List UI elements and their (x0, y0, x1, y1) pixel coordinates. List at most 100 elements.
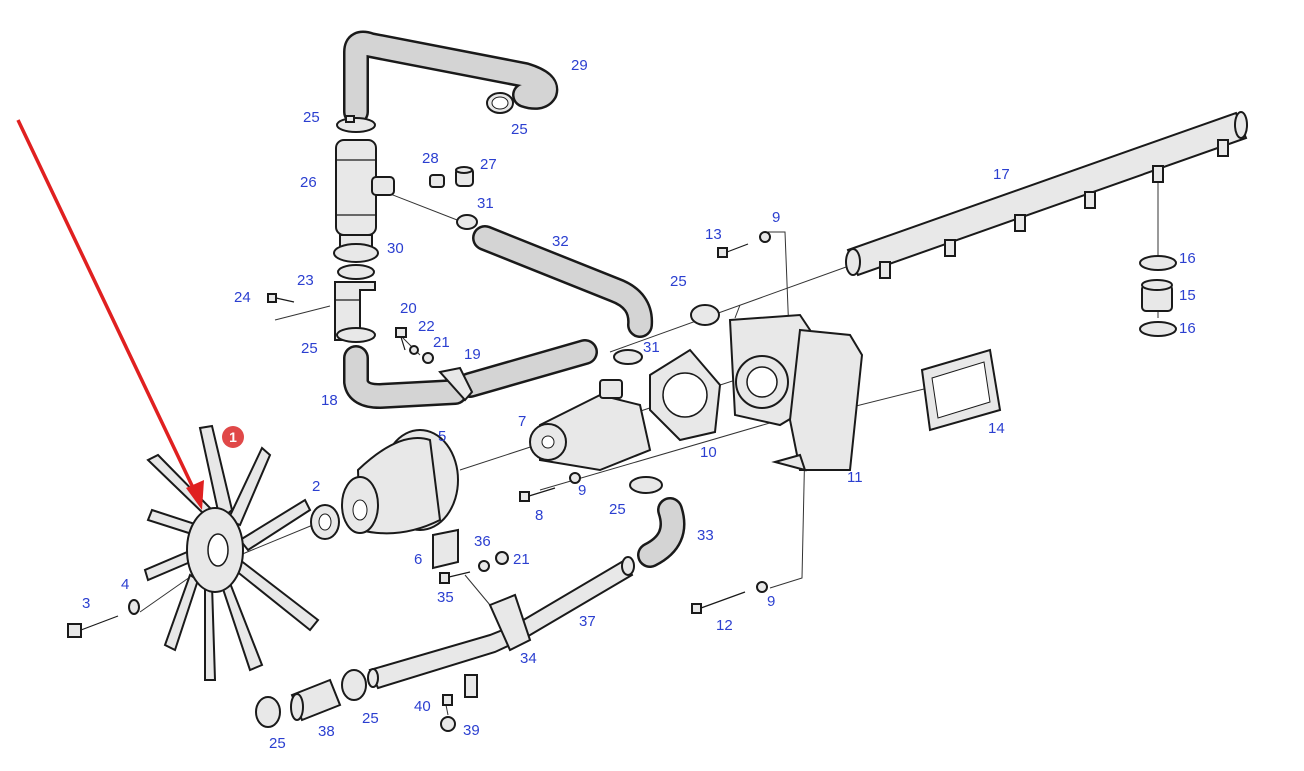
label-25: 25 (269, 735, 286, 752)
bracket-23 (334, 281, 376, 341)
label-15: 15 (1179, 287, 1196, 304)
washer-36 (478, 560, 490, 572)
bolt-13 (717, 243, 749, 258)
plug-40 (442, 694, 453, 706)
label-8: 8 (535, 507, 543, 524)
nut-21-lower (495, 551, 509, 565)
label-24: 24 (234, 289, 251, 306)
clamp-25-upper-right (486, 92, 514, 114)
label-34: 34 (520, 650, 537, 667)
label-36: 36 (474, 533, 491, 550)
bolt-35 (439, 571, 471, 584)
label-31: 31 (477, 195, 494, 212)
hose-32 (472, 225, 654, 338)
bolt-3 (67, 615, 119, 638)
label-31: 31 (643, 339, 660, 356)
bolt-8 (519, 487, 556, 502)
label-16: 16 (1179, 320, 1196, 337)
label-25: 25 (511, 121, 528, 138)
seal-2 (310, 504, 340, 540)
clamp-25-upper-left (336, 115, 376, 133)
clamp-25-lower-right (629, 476, 663, 494)
hose-19 (457, 339, 598, 398)
label-12: 12 (716, 617, 733, 634)
label-9: 9 (767, 593, 775, 610)
clamp-25-lower-left (255, 696, 281, 728)
label-9: 9 (578, 482, 586, 499)
gasket-10 (649, 348, 722, 442)
label-13: 13 (705, 226, 722, 243)
label-18: 18 (321, 392, 338, 409)
label-29: 29 (571, 57, 588, 74)
label-26: 26 (300, 174, 317, 191)
clamp-31-mid (613, 349, 643, 365)
label-38: 38 (318, 723, 335, 740)
clamp-31-upper (456, 214, 478, 230)
label-23: 23 (297, 272, 314, 289)
washer-9-upper (759, 231, 771, 243)
callout-badge-text: 1 (229, 429, 237, 445)
label-6: 6 (414, 551, 422, 568)
nut-21-upper (422, 352, 434, 364)
fan-1 (143, 424, 320, 681)
clamp-25-mid (690, 304, 720, 326)
label-16: 16 (1179, 250, 1196, 267)
label-22: 22 (418, 318, 435, 335)
label-10: 10 (700, 444, 717, 461)
label-35: 35 (437, 589, 454, 606)
label-19: 19 (464, 346, 481, 363)
washer-9-mid (569, 472, 581, 484)
gasket-14 (920, 348, 1002, 432)
label-5: 5 (438, 428, 446, 445)
pump-body-11 (728, 313, 864, 472)
bolt-12 (691, 591, 746, 614)
label-32: 32 (552, 233, 569, 250)
sleeve-38 (290, 678, 342, 722)
pump-7 (529, 379, 652, 472)
hose-29 (343, 30, 559, 125)
bracket-34 (488, 593, 532, 652)
clamp-16-lower (1139, 321, 1177, 337)
label-20: 20 (400, 300, 417, 317)
bracket-19 (438, 366, 474, 402)
part-labels: 29 25 25 28 27 26 31 32 30 13 9 17 23 24… (82, 57, 1196, 752)
washer-22 (409, 345, 419, 355)
label-40: 40 (414, 698, 431, 715)
label-30: 30 (387, 240, 404, 257)
clamp-30 (333, 243, 379, 280)
bolt-24 (267, 293, 295, 303)
label-25: 25 (303, 109, 320, 126)
label-2: 2 (312, 478, 320, 495)
bolt-20 (395, 327, 407, 351)
label-9: 9 (772, 209, 780, 226)
label-27: 27 (480, 156, 497, 173)
label-28: 28 (422, 150, 439, 167)
clamp-25-lower-mid (341, 669, 367, 701)
label-3: 3 (82, 595, 90, 612)
label-25: 25 (609, 501, 626, 518)
pipe-37 (367, 556, 635, 698)
label-11: 11 (847, 469, 863, 486)
thermostat-housing-26 (335, 139, 395, 248)
pulley-5 (341, 429, 459, 535)
label-14: 14 (988, 420, 1005, 437)
callout-badge: 1 (222, 426, 244, 448)
sleeve-15 (1141, 279, 1173, 312)
clamp-16-upper (1139, 255, 1177, 271)
cap-27 (455, 166, 474, 187)
hose-33 (637, 497, 686, 568)
label-25: 25 (670, 273, 687, 290)
belt-6 (432, 528, 459, 570)
label-25: 25 (362, 710, 379, 727)
label-37: 37 (579, 613, 596, 630)
washer-9-lower (756, 581, 768, 593)
clamp-25-mid-left (336, 327, 376, 343)
label-33: 33 (697, 527, 714, 544)
label-7: 7 (518, 413, 526, 430)
label-39: 39 (463, 722, 480, 739)
label-25: 25 (301, 340, 318, 357)
hose-18 (343, 345, 468, 409)
callout-arrow (16, 119, 204, 510)
washer-4 (128, 599, 140, 615)
